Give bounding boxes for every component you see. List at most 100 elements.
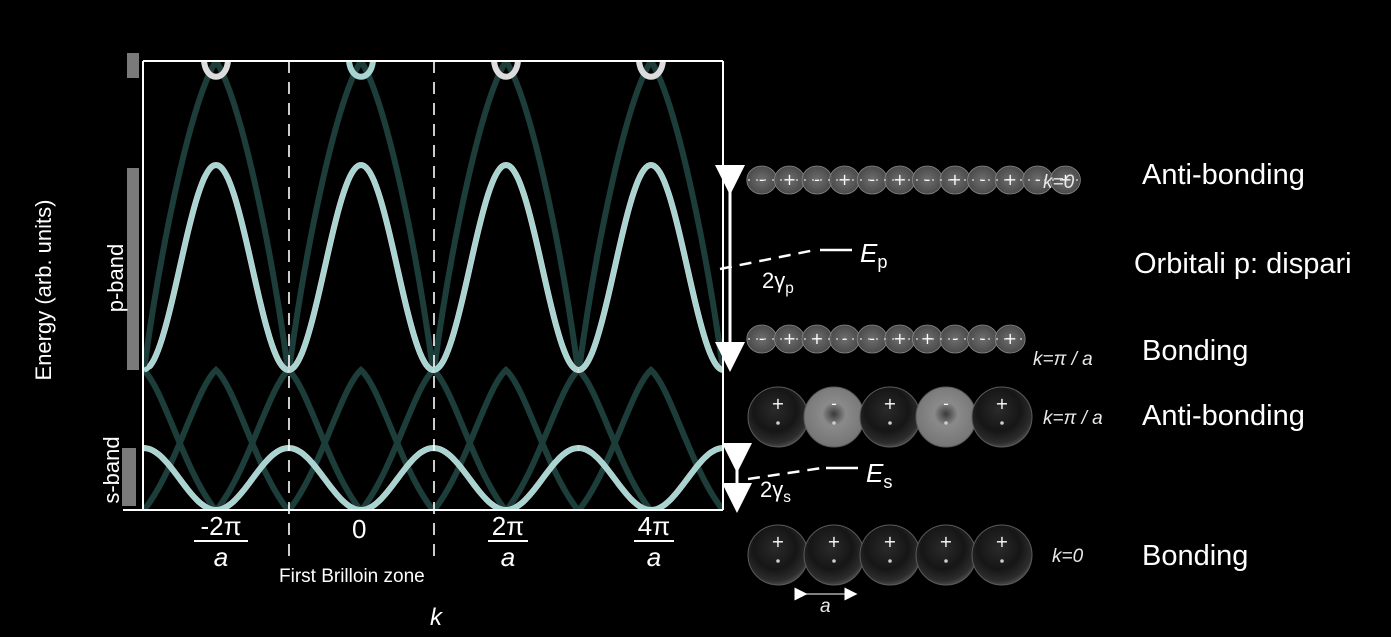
orbital-sign: + [771, 394, 784, 413]
folded-branch [358, 61, 436, 371]
orbital-sign: + [995, 394, 1008, 413]
orbital-sign: + [883, 532, 896, 551]
nucleus-dot [776, 421, 780, 425]
p-orbital-lobe [994, 324, 1026, 354]
nucleus-dot [776, 559, 780, 563]
nucleus-dot [1000, 421, 1004, 425]
orbital-sign: - [759, 170, 765, 189]
p-antibonding-k: k=0 [1043, 172, 1075, 193]
orbital-sign: + [939, 532, 952, 551]
gs-prefix: 2γ [760, 477, 784, 502]
s-first-zone-overlay [589, 450, 713, 510]
p-band-bar [127, 168, 139, 370]
orbital-sign: - [943, 394, 949, 413]
orbital-sign: - [869, 329, 875, 348]
folded-branch [431, 61, 509, 371]
s-band-bar [122, 448, 136, 506]
orbital-sign: - [759, 329, 765, 348]
upper-band-cup [201, 61, 231, 80]
orbital-sign: - [831, 394, 837, 413]
upper-band-cup [636, 61, 666, 80]
orbital-sign: + [883, 394, 896, 413]
folded-branch [143, 365, 291, 510]
p-antibonding-label: Anti-bonding [1142, 159, 1305, 191]
orbital-sign: + [810, 329, 823, 348]
s-bonding-k: k=0 [1052, 546, 1084, 567]
orbital-sign: + [771, 532, 784, 551]
folded-branch [576, 61, 654, 371]
orbital-sign: + [1003, 329, 1016, 348]
upper-band-cup [346, 61, 376, 80]
folded-branch [286, 61, 364, 371]
lattice-spacing-label: a [820, 596, 831, 617]
folded-branch [648, 61, 723, 371]
upper-band-cup [491, 61, 521, 80]
folded-branch [431, 365, 581, 510]
orbital-sign: - [980, 329, 986, 348]
y-axis-label: Energy (arb. units) [31, 199, 56, 381]
orbital-sign: + [1059, 170, 1072, 189]
orbital-sign: + [1003, 170, 1016, 189]
es-subscript: s [883, 472, 893, 493]
tick-zero: 0 [352, 514, 367, 544]
gp-subscript: p [785, 280, 794, 298]
folded-branch [796, 61, 868, 370]
dispersion-curves [143, 61, 1013, 510]
s-bonding-label: Bonding [1142, 540, 1249, 572]
orbital-sign: - [925, 170, 931, 189]
upper-band-bar [127, 53, 139, 78]
nucleus-dot [944, 559, 948, 563]
ep-subscript: p [877, 252, 888, 273]
gp-prefix: 2γ [762, 268, 786, 293]
folded-branch [504, 365, 653, 510]
p-bandwidth-label: 2γp [762, 268, 794, 298]
orbital-sign: + [827, 532, 840, 551]
s-antibonding-k: k=π / a [1043, 408, 1103, 429]
x-axis-label: k [430, 604, 442, 631]
s-bandwidth-label: 2γs [760, 477, 791, 507]
first-brillouin-zone-label: First Brilloin zone [279, 566, 425, 587]
nucleus-dot [832, 559, 836, 563]
orbital-sign: + [893, 329, 906, 348]
s-orbital-sphere [971, 524, 1033, 586]
nucleus-dot [888, 559, 892, 563]
p-bonding-k: k=π / a [1033, 349, 1093, 370]
folded-branch [503, 61, 581, 371]
p-orbital-lobe [1050, 165, 1081, 195]
p-bonding-label: Bonding [1142, 335, 1249, 367]
es-label: Es [866, 458, 893, 493]
ep-label: Ep [860, 238, 888, 273]
s-orbital-sphere [971, 386, 1033, 448]
s-first-zone-overlay [299, 450, 423, 510]
folded-branch [941, 61, 1013, 370]
orbital-sign: + [921, 329, 934, 348]
orbital-sign: + [893, 170, 906, 189]
gs-subscript: s [783, 489, 791, 507]
es-letter: E [866, 458, 884, 488]
s-first-zone-overlay [154, 450, 278, 510]
s-band-label: s-band [99, 436, 124, 504]
nucleus-dot [1000, 559, 1004, 563]
s-bonding-orbitals: +++++ [747, 524, 1033, 586]
s-antibonding-label: Anti-bonding [1142, 400, 1305, 432]
folded-branch [576, 365, 723, 510]
ep-letter: E [860, 238, 878, 268]
ep-level-line [719, 248, 816, 271]
es-level-line [747, 466, 823, 481]
folded-branch [721, 355, 723, 370]
p-bonding-orbitals: -++--++--+ [746, 324, 1026, 354]
p-band-first-zone [288, 162, 434, 373]
p-band-first-zone [433, 162, 579, 373]
p-band-label: p-band [103, 243, 128, 313]
p-band-first-zone [143, 162, 289, 373]
orbital-sign: - [952, 329, 958, 348]
orbital-sign: + [948, 170, 961, 189]
p-antibonding-orbitals: -+-+-+-+-+-+ [746, 165, 1081, 195]
folded-branch [213, 61, 291, 371]
folded-branch [286, 365, 436, 510]
p-band-first-zone [578, 162, 723, 373]
s-first-zone-overlay [444, 450, 568, 510]
